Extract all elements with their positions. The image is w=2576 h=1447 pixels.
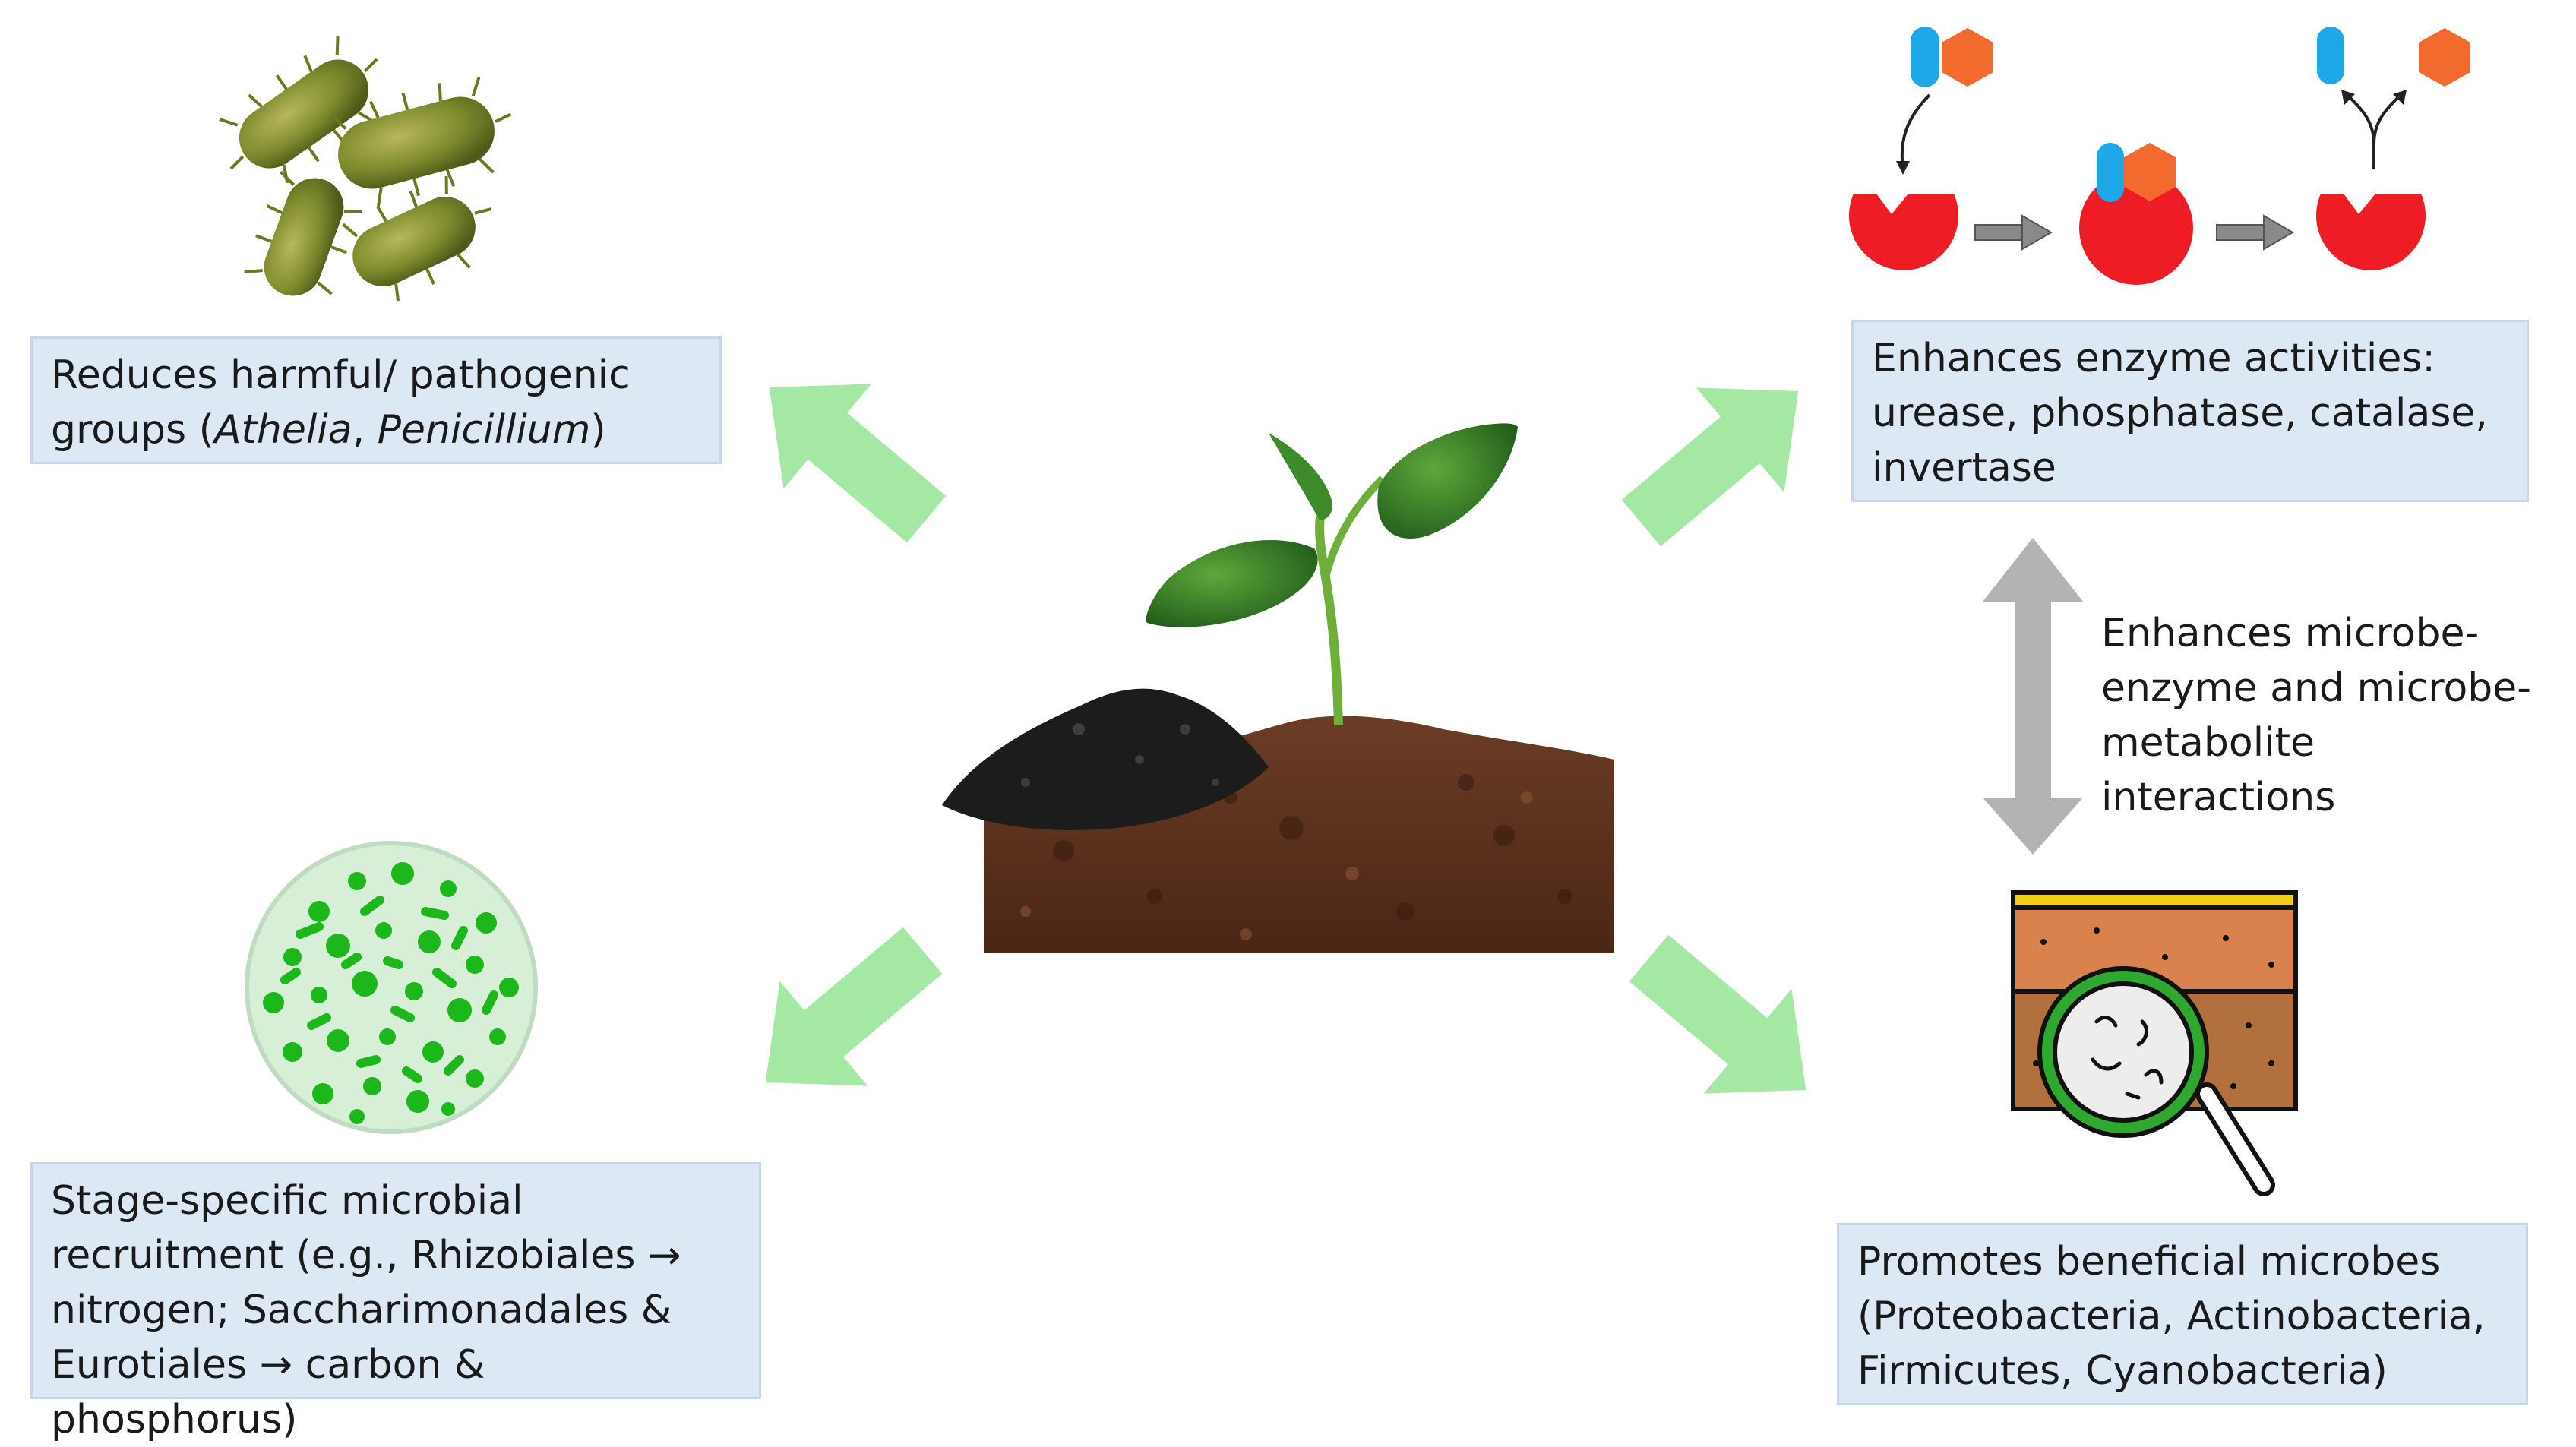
soil-magnifier-icon xyxy=(2011,890,2298,1196)
enzyme-reaction-icon xyxy=(1849,27,2470,285)
interaction-line: metabolite interactions xyxy=(2101,720,2336,820)
bidirectional-arrow-icon xyxy=(1983,538,2083,855)
box-line: invertase xyxy=(1872,445,2056,491)
text-fragment: groups ( xyxy=(51,407,214,453)
box-line: (Proteobacteria, Actinobacteria, xyxy=(1857,1294,2486,1339)
arrow-down-left-icon xyxy=(765,927,943,1086)
box-line: Firmicutes, Cyanobacteria) xyxy=(1857,1348,2388,1394)
arrow-up-right-icon xyxy=(1621,387,1799,547)
box-reduces-pathogens: Reduces harmful/ pathogenic groups (Athe… xyxy=(30,336,722,464)
enzyme-open-icon xyxy=(1849,194,1959,270)
box-line: Reduces harmful/ pathogenic xyxy=(51,352,631,398)
interaction-line: Enhances microbe- xyxy=(2101,611,2480,656)
process-arrow-icon xyxy=(2216,214,2294,251)
box-line: Promotes beneficial microbes xyxy=(1857,1239,2441,1284)
interaction-label: Enhances microbe- enzyme and microbe- me… xyxy=(2101,606,2557,825)
text-fragment: , xyxy=(352,407,378,453)
box-beneficial-microbes: Promotes beneficial microbes (Proteobact… xyxy=(1837,1223,2528,1405)
interaction-line: enzyme and microbe- xyxy=(2101,665,2532,711)
box-line: Stage-specific microbial xyxy=(51,1178,523,1224)
substrate-orange-icon xyxy=(1942,28,1993,87)
box-line: urease, phosphatase, catalase, xyxy=(1872,390,2488,436)
microbial-community-icon xyxy=(245,841,538,1134)
box-stage-specific-recruitment: Stage-specific microbial recruitment (e.… xyxy=(30,1162,761,1442)
arrow-up-left-icon xyxy=(769,384,947,543)
box-line: Enhances enzyme activities: xyxy=(1872,336,2435,381)
taxon-athelia: Athelia xyxy=(213,407,352,453)
enzyme-open-icon xyxy=(2315,194,2426,270)
leaf-icon xyxy=(1377,423,1518,539)
substrate-blue-icon xyxy=(1911,27,1939,87)
arrow-down-right-icon xyxy=(1629,934,1806,1094)
box-enzyme-activities: Enhances enzyme activities: urease, phos… xyxy=(1851,320,2529,502)
seedling-soil-icon xyxy=(942,423,1614,953)
bacteria-icon xyxy=(219,36,512,302)
leaf-icon xyxy=(1146,539,1318,627)
text-fragment: ) xyxy=(590,407,606,453)
box-line: groups (Athelia, Penicillium) xyxy=(51,403,701,457)
box-line: nitrogen; Saccharimonadales & xyxy=(51,1287,672,1333)
biochar-pile-icon xyxy=(942,688,1269,830)
taxon-penicillium: Penicillium xyxy=(377,407,591,453)
box-line: Eurotiales → carbon & phosphorus) xyxy=(51,1342,485,1442)
process-arrow-icon xyxy=(1974,214,2053,251)
leaf-icon xyxy=(1269,433,1333,520)
box-line: recruitment (e.g., Rhizobiales → xyxy=(51,1233,681,1278)
